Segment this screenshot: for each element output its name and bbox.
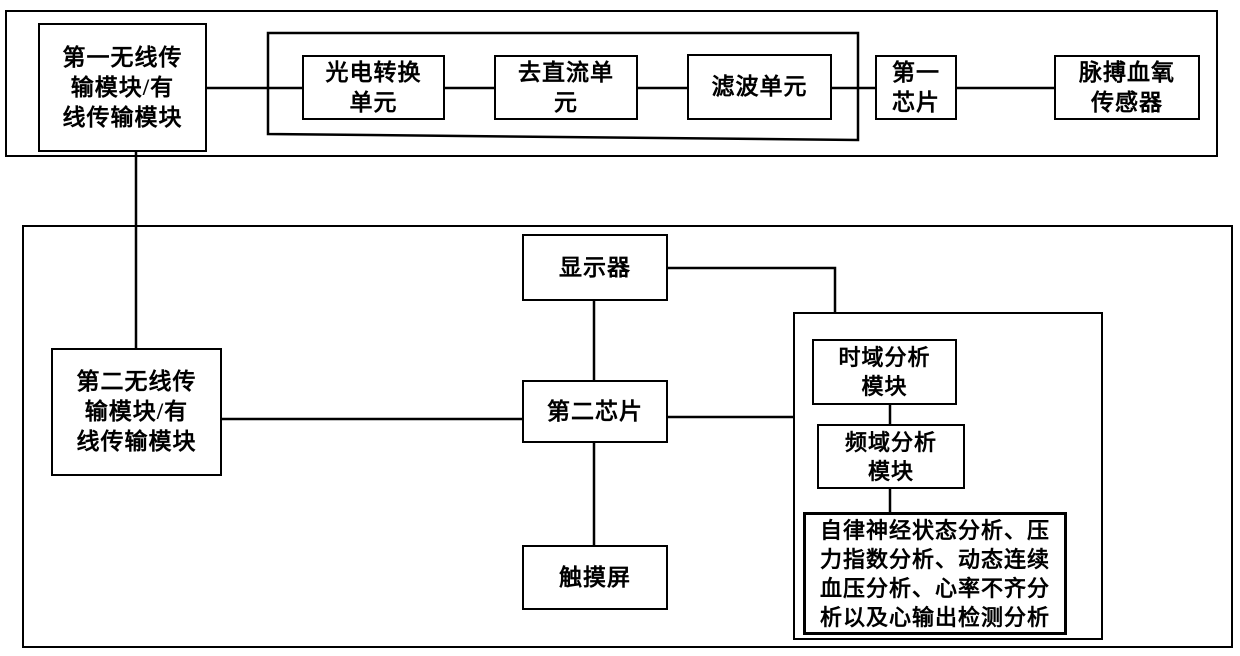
analysis-group-box — [793, 312, 1103, 640]
node-frequency-domain-analysis-module: 频域分析 模块 — [817, 424, 965, 489]
signal-processing-group-box — [266, 31, 860, 142]
node-display: 显示器 — [522, 234, 668, 301]
node-touchscreen: 触摸屏 — [522, 545, 668, 610]
node-dc-removal-unit: 去直流单 元 — [494, 55, 638, 120]
node-second-transmission-module: 第二无线传 输模块/有 线传输模块 — [51, 348, 222, 476]
node-time-domain-analysis-module: 时域分析 模块 — [812, 339, 957, 405]
node-photoelectric-conversion-unit: 光电转换 单元 — [302, 55, 445, 120]
node-second-chip: 第二芯片 — [522, 380, 668, 443]
acquisition-device-frame — [5, 10, 1218, 157]
node-filter-unit: 滤波单元 — [687, 54, 832, 120]
analysis-device-frame — [22, 225, 1233, 648]
edge-display-analysiscontainer — [668, 266, 837, 313]
node-first-chip: 第一 芯片 — [875, 55, 957, 120]
node-analysis-functions: 自律神经状态分析、压 力指数分析、动态连续 血压分析、心率不齐分 析以及心输出检… — [803, 512, 1067, 635]
node-pulse-oximeter-sensor: 脉搏血氧 传感器 — [1054, 55, 1200, 120]
node-first-transmission-module: 第一无线传 输模块/有 线传输模块 — [38, 23, 207, 152]
